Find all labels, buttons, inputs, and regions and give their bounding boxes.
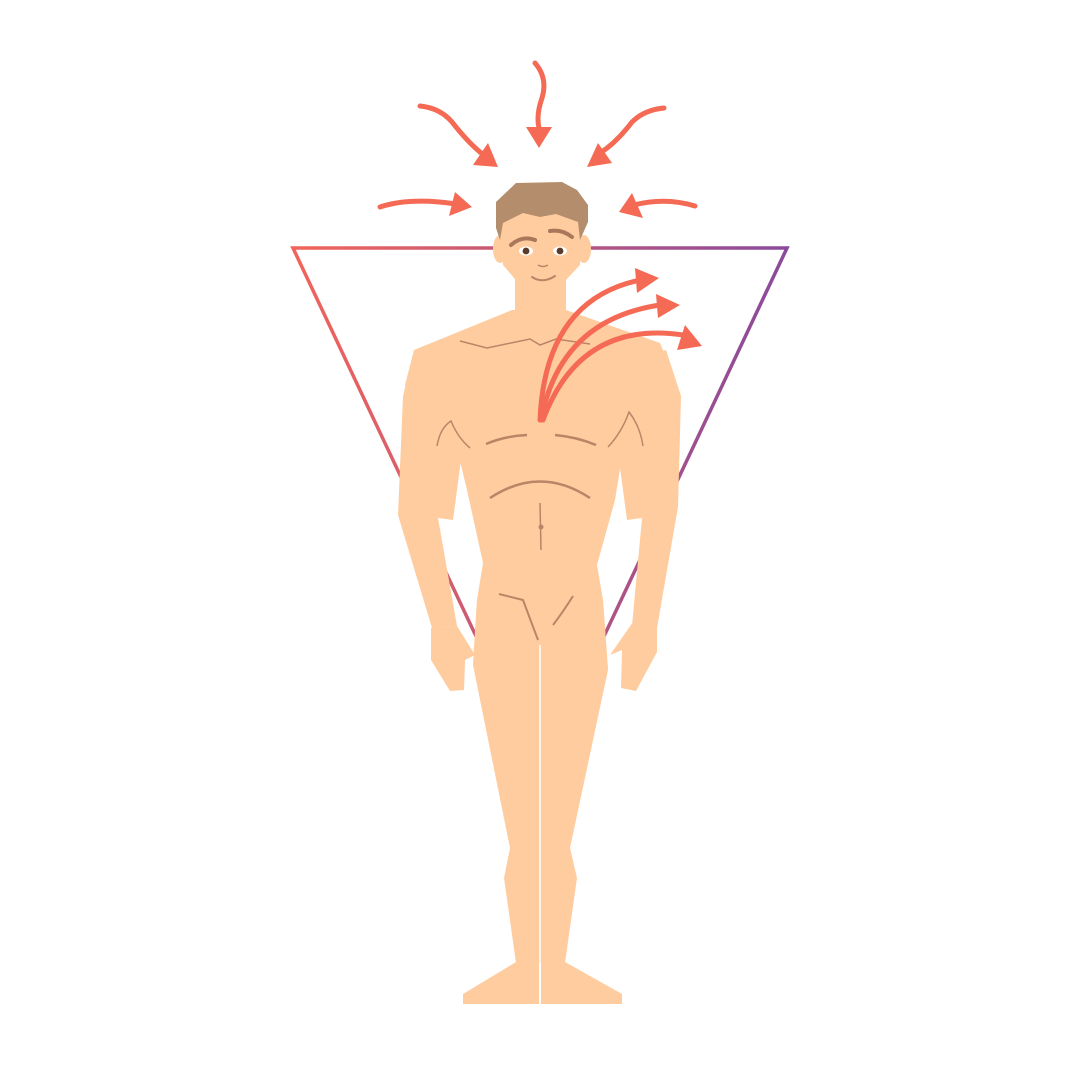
left-foot xyxy=(463,962,539,1004)
right-eyebrow xyxy=(548,228,574,239)
collarbone-line xyxy=(459,338,591,349)
male-figure xyxy=(398,182,681,1004)
left-eyebrow xyxy=(509,236,537,247)
mouth xyxy=(531,275,556,282)
arrow-inward-icon xyxy=(417,103,498,167)
right-leg xyxy=(540,600,608,963)
right-armpit-line xyxy=(607,410,644,448)
left-chest-line xyxy=(485,433,528,446)
right-pupil xyxy=(556,247,564,255)
right-hand xyxy=(610,622,657,691)
arrow-inward-icon xyxy=(526,60,552,148)
navel xyxy=(538,524,544,530)
right-hip-line xyxy=(552,595,574,626)
left-armpit-line xyxy=(436,419,471,449)
head xyxy=(500,205,584,297)
left-arm xyxy=(398,350,465,628)
right-chest-line xyxy=(554,433,597,447)
left-hand xyxy=(431,626,475,691)
arrow-outward-icon xyxy=(540,325,702,423)
left-pupil xyxy=(522,247,530,255)
arrow-outward-icon xyxy=(537,268,659,423)
arrow-inward-icon xyxy=(587,105,667,167)
outward-arrows xyxy=(537,268,702,423)
arrow-outward-icon xyxy=(538,294,680,423)
torso xyxy=(405,310,675,670)
right-foot xyxy=(541,962,622,1004)
arrow-inward-icon xyxy=(377,192,472,216)
inward-arrows xyxy=(377,60,698,218)
hair xyxy=(496,182,588,240)
nose xyxy=(537,264,549,268)
ribcage-line xyxy=(489,480,591,500)
right-arm xyxy=(615,350,681,628)
arrow-inward-icon xyxy=(619,193,698,218)
left-hip-line xyxy=(498,593,539,641)
left-leg xyxy=(473,600,540,963)
